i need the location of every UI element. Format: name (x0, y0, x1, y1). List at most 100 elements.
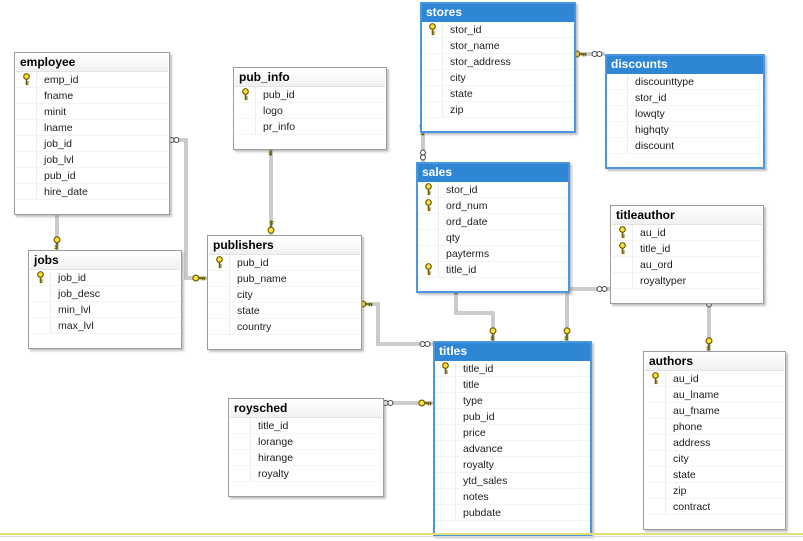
column-row[interactable]: hirange (230, 450, 382, 466)
column-row[interactable]: max_lvl (30, 318, 180, 334)
column-row[interactable]: logo (235, 103, 385, 119)
column-row[interactable]: au_fname (645, 403, 784, 419)
column-name: au_id (673, 372, 699, 385)
relationship-line-publishers-titles[interactable] (358, 302, 433, 346)
column-row[interactable]: city (209, 287, 360, 303)
column-row[interactable]: au_ord (612, 257, 762, 273)
column-row[interactable]: pr_info (235, 119, 385, 135)
column-name: pub_id (463, 410, 495, 423)
column-row[interactable]: stor_id (607, 90, 763, 106)
key-cell (418, 182, 439, 197)
relationship-line-titleauthor-titles[interactable] (565, 287, 610, 341)
column-row[interactable]: pub_name (209, 271, 360, 287)
column-row[interactable]: royalty (435, 457, 590, 473)
column-row[interactable]: zip (645, 483, 784, 499)
column-row[interactable]: zip (422, 102, 574, 118)
infinity-icon (419, 340, 431, 348)
column-row[interactable]: fname (16, 88, 168, 104)
column-row[interactable]: lname (16, 120, 168, 136)
column-name: job_desc (58, 287, 101, 300)
column-row[interactable]: minit (16, 104, 168, 120)
column-row[interactable]: stor_id (418, 182, 568, 198)
table-title[interactable]: jobs (30, 252, 180, 270)
column-row[interactable]: pubdate (435, 505, 590, 521)
table-title[interactable]: authors (645, 353, 784, 371)
column-row[interactable]: qty (418, 230, 568, 246)
column-row[interactable]: title_id (435, 361, 590, 377)
table-title[interactable]: publishers (209, 237, 360, 255)
column-row[interactable]: state (645, 467, 784, 483)
column-row[interactable]: job_id (30, 270, 180, 286)
column-row[interactable]: au_id (645, 371, 784, 387)
column-row[interactable]: notes (435, 489, 590, 505)
column-row[interactable]: au_lname (645, 387, 784, 403)
column-row[interactable]: highqty (607, 122, 763, 138)
column-row[interactable]: discounttype (607, 74, 763, 90)
table-title[interactable]: pub_info (235, 69, 385, 87)
primary-key-icon (22, 73, 30, 86)
column-row[interactable]: hire_date (16, 184, 168, 200)
column-row[interactable]: pub_id (209, 255, 360, 271)
key-cell-empty (435, 441, 456, 456)
column-row[interactable]: address (645, 435, 784, 451)
column-row[interactable]: stor_id (422, 22, 574, 38)
column-row[interactable]: phone (645, 419, 784, 435)
column-row[interactable]: title_id (418, 262, 568, 278)
table-title[interactable]: roysched (230, 400, 382, 418)
table-title[interactable]: employee (16, 54, 168, 72)
column-row[interactable]: pub_id (16, 168, 168, 184)
column-row[interactable]: title (435, 377, 590, 393)
column-row[interactable]: city (645, 451, 784, 467)
column-row[interactable]: advance (435, 441, 590, 457)
column-row[interactable]: contract (645, 499, 784, 515)
column-row[interactable]: job_desc (30, 286, 180, 302)
column-row[interactable]: au_id (612, 225, 762, 241)
column-row[interactable]: title_id (230, 418, 382, 434)
table-title[interactable]: titles (435, 343, 590, 361)
table-title[interactable]: stores (422, 4, 574, 22)
column-row[interactable]: pub_id (435, 409, 590, 425)
column-row[interactable]: ord_num (418, 198, 568, 214)
column-row[interactable]: city (422, 70, 574, 86)
table-title[interactable]: sales (418, 164, 568, 182)
column-row[interactable]: state (422, 86, 574, 102)
key-icon (705, 337, 713, 351)
column-row[interactable]: royalty (230, 466, 382, 482)
column-row[interactable]: type (435, 393, 590, 409)
column-row[interactable]: payterms (418, 246, 568, 262)
column-row[interactable]: ytd_sales (435, 473, 590, 489)
column-row[interactable]: state (209, 303, 360, 319)
table-title[interactable]: titleauthor (612, 207, 762, 225)
table-title[interactable]: discounts (607, 56, 763, 74)
column-row[interactable]: pub_id (235, 87, 385, 103)
column-row[interactable]: discount (607, 138, 763, 154)
column-row[interactable]: job_id (16, 136, 168, 152)
column-row[interactable]: stor_address (422, 54, 574, 70)
column-row[interactable]: royaltyper (612, 273, 762, 289)
column-row[interactable]: title_id (612, 241, 762, 257)
column-row[interactable]: price (435, 425, 590, 441)
column-row[interactable]: stor_name (422, 38, 574, 54)
column-row[interactable]: ord_date (418, 214, 568, 230)
column-name: city (673, 452, 689, 465)
column-row[interactable]: lowqty (607, 106, 763, 122)
key-cell-empty (209, 319, 230, 334)
column-row[interactable]: min_lvl (30, 302, 180, 318)
column-name: notes (463, 490, 489, 503)
column-row[interactable]: country (209, 319, 360, 335)
column-row[interactable]: lorange (230, 434, 382, 450)
key-cell-empty (435, 489, 456, 504)
column-row[interactable]: emp_id (16, 72, 168, 88)
column-row[interactable]: job_lvl (16, 152, 168, 168)
